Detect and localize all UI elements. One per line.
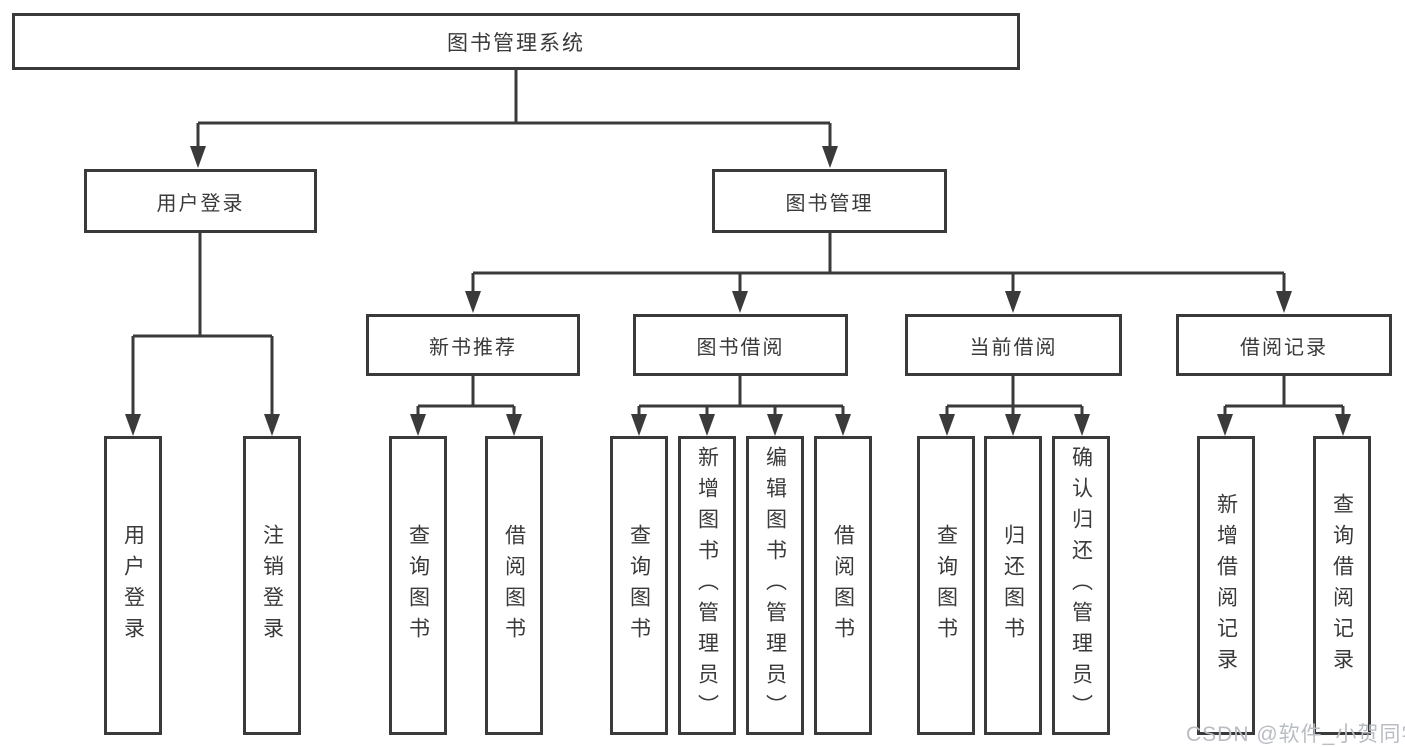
arrowheads [125, 146, 1351, 436]
node-label: 当前借阅 [969, 336, 1058, 359]
leaf-confirm-return-admin: 确认归还（管理员） [1052, 436, 1110, 735]
leaf-edit-books-admin: 编辑图书（管理员） [746, 436, 804, 735]
leaf-label: 借阅图书 [502, 523, 526, 648]
leaf-label: 新增借阅记录 [1214, 492, 1238, 679]
leaf-label: 新增图书（管理员） [695, 446, 719, 725]
leaf-label: 注销登录 [260, 523, 284, 648]
node-label: 借阅记录 [1240, 336, 1328, 359]
leaf-logout: 注销登录 [243, 436, 301, 735]
node-label: 图书借阅 [696, 336, 785, 359]
leaf-borrow-books-recommend: 借阅图书 [485, 436, 543, 735]
node-label: 图书管理 [785, 192, 874, 215]
leaf-query-borrow-record: 查询借阅记录 [1313, 436, 1371, 735]
node-borrowing-records: 借阅记录 [1176, 314, 1392, 376]
leaf-label: 查询图书 [406, 523, 430, 648]
leaf-query-books-current: 查询图书 [917, 436, 975, 735]
node-root-label: 图书管理系统 [447, 31, 585, 55]
leaf-label: 查询图书 [934, 523, 958, 648]
leaf-return-books: 归还图书 [984, 436, 1042, 735]
tree-edges [131, 70, 1345, 416]
node-book-management-module: 图书管理 [712, 169, 947, 233]
leaf-label: 用户登录 [121, 523, 145, 648]
watermark: CSDN @软件_小贺同学 [1186, 723, 1405, 746]
leaf-label: 归还图书 [1001, 523, 1025, 648]
node-label: 新书推荐 [429, 336, 517, 359]
leaf-user-login: 用户登录 [104, 436, 162, 735]
leaf-label: 编辑图书（管理员） [763, 446, 787, 725]
leaf-label: 确认归还（管理员） [1069, 446, 1093, 725]
leaf-label: 查询借阅记录 [1330, 492, 1354, 679]
node-current-borrowing: 当前借阅 [905, 314, 1122, 376]
node-new-book-recommendation: 新书推荐 [366, 314, 580, 376]
leaf-add-borrow-record: 新增借阅记录 [1197, 436, 1255, 735]
leaf-borrow-books: 借阅图书 [814, 436, 872, 735]
leaf-query-books-recommend: 查询图书 [389, 436, 447, 735]
leaf-label: 借阅图书 [831, 523, 855, 648]
node-root-system: 图书管理系统 [12, 13, 1020, 70]
leaf-add-books-admin: 新增图书（管理员） [678, 436, 736, 735]
leaf-label: 查询图书 [627, 523, 651, 648]
leaf-query-books-borrow: 查询图书 [610, 436, 668, 735]
node-user-login-module: 用户登录 [84, 169, 317, 233]
node-label: 用户登录 [156, 192, 245, 215]
node-book-borrowing: 图书借阅 [633, 314, 848, 376]
